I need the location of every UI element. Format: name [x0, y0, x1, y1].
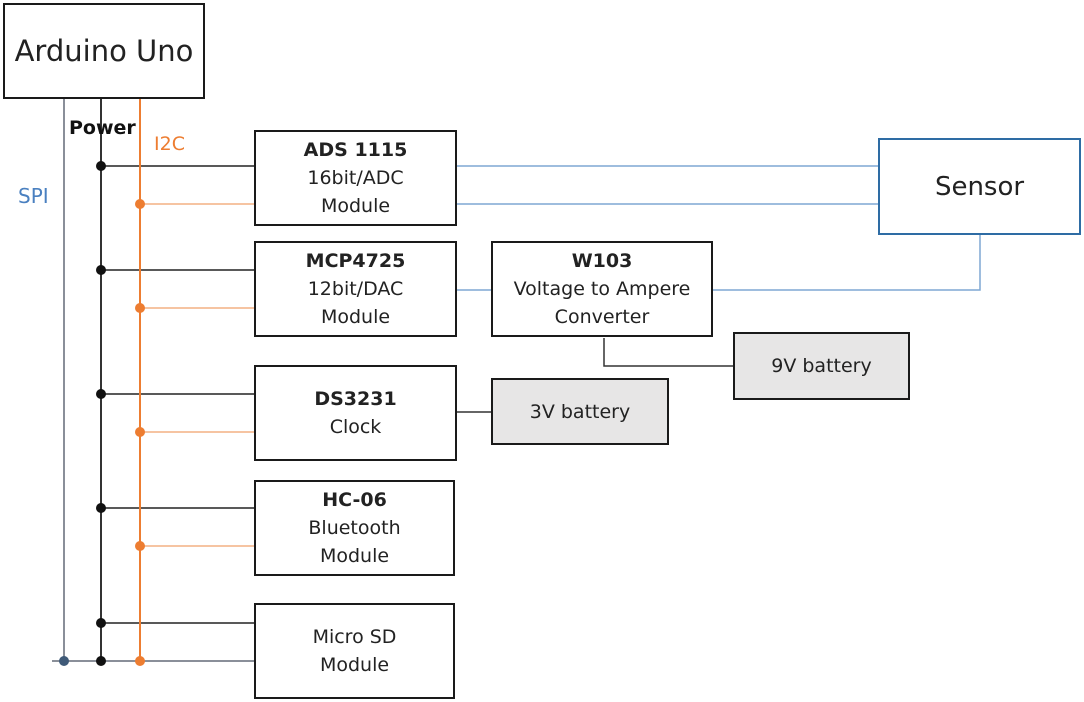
mcp4725-line2: 12bit/DAC [307, 278, 404, 300]
hc06-line3: Module [319, 545, 390, 567]
micro-sd-module-box: Micro SD Module [254, 603, 455, 699]
mcp4725-module-box: MCP4725 12bit/DAC Module [254, 241, 457, 337]
battery-3v-box: 3V battery [491, 378, 669, 445]
i2c-label: I2C [154, 133, 185, 155]
ds3231-line2: Clock [329, 416, 382, 438]
hc06-title: HC-06 [322, 489, 387, 511]
power-junction [96, 618, 106, 628]
battery-9v-box: 9V battery [733, 332, 910, 400]
mcp4725-title: MCP4725 [305, 250, 406, 272]
w103-line2: Voltage to Ampere [513, 278, 691, 300]
i2c-junction [135, 199, 145, 209]
ads1115-line2: 16bit/ADC [307, 167, 404, 189]
power-junction [96, 161, 106, 171]
power-junction [96, 503, 106, 513]
battery-3v-label: 3V battery [529, 400, 631, 423]
mcp4725-line3: Module [320, 306, 391, 328]
i2c-junction [135, 427, 145, 437]
micro-sd-line1: Micro SD [312, 626, 397, 648]
i2c-junction [135, 656, 145, 666]
micro-sd-line2: Module [319, 654, 390, 676]
w103-title: W103 [571, 250, 633, 272]
sensor-label: Sensor [934, 171, 1025, 202]
ads1115-line3: Module [320, 195, 391, 217]
power-label: Power [69, 117, 136, 139]
spi-junction [59, 656, 69, 666]
w103-9v-wire [603, 338, 733, 367]
sensor-box: Sensor [878, 138, 1081, 235]
ds3231-title: DS3231 [314, 388, 397, 410]
power-junction [96, 389, 106, 399]
power-junction [96, 656, 106, 666]
i2c-junction [135, 303, 145, 313]
battery-9v-label: 9V battery [771, 355, 872, 377]
power-junction [96, 265, 106, 275]
hc06-bluetooth-box: HC-06 Bluetooth Module [254, 480, 455, 576]
w103-converter-box: W103 Voltage to Ampere Converter [491, 241, 713, 337]
ads1115-module-box: ADS 1115 16bit/ADC Module [254, 130, 457, 226]
ads1115-title: ADS 1115 [303, 139, 408, 161]
spi-label: SPI [18, 184, 49, 208]
i2c-junction [135, 541, 145, 551]
ds3231-clock-box: DS3231 Clock [254, 365, 457, 461]
arduino-uno-label: Arduino Uno [14, 34, 194, 68]
w103-sensor-wire [713, 235, 981, 291]
hc06-line2: Bluetooth [308, 517, 401, 539]
w103-line3: Converter [554, 306, 650, 328]
arduino-uno-box: Arduino Uno [3, 3, 205, 99]
